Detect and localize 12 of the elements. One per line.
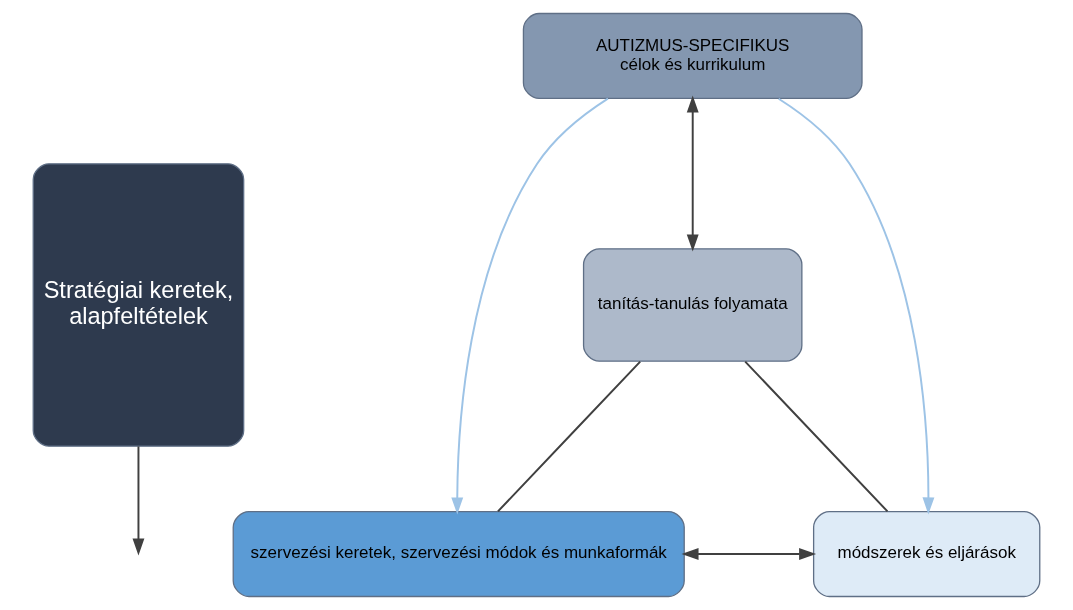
arrow [132, 445, 145, 556]
arrow [451, 97, 609, 515]
node-box: szervezési keretek, szervezési módok és munkaformák [232, 510, 685, 598]
arrow [777, 97, 935, 515]
arrow [686, 95, 699, 252]
arrow [681, 548, 817, 560]
node-box: módszerek és eljárások [812, 510, 1041, 598]
node-box: AUTIZMUS-SPECIFIKUS célok és kurrikulum [522, 12, 863, 100]
connector [744, 360, 889, 513]
node-box: tanítás-tanulás folyamata [582, 248, 803, 362]
connector [496, 360, 642, 513]
node-box: Stratégiai keretek, alapfeltételek [32, 163, 245, 447]
